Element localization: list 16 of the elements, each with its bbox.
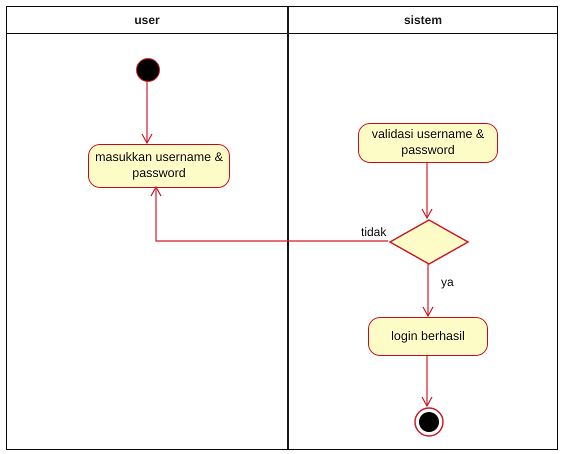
initial-node [136,58,160,82]
action-box: masukkan username & password [88,144,230,188]
arrow [141,81,153,144]
action-box: validasi username & password [358,123,498,163]
final-node [414,407,444,437]
arrow [421,162,433,219]
lane-header: user [7,7,287,34]
decision-diamond [389,219,469,265]
arrow [422,264,434,317]
arrow [421,355,433,407]
action-box: login berhasil [368,317,488,356]
edge-label: tidak [360,226,388,240]
arrow [150,186,388,242]
swimlane [288,6,558,450]
lane-header: sistem [289,7,557,34]
swimlane [6,6,288,450]
